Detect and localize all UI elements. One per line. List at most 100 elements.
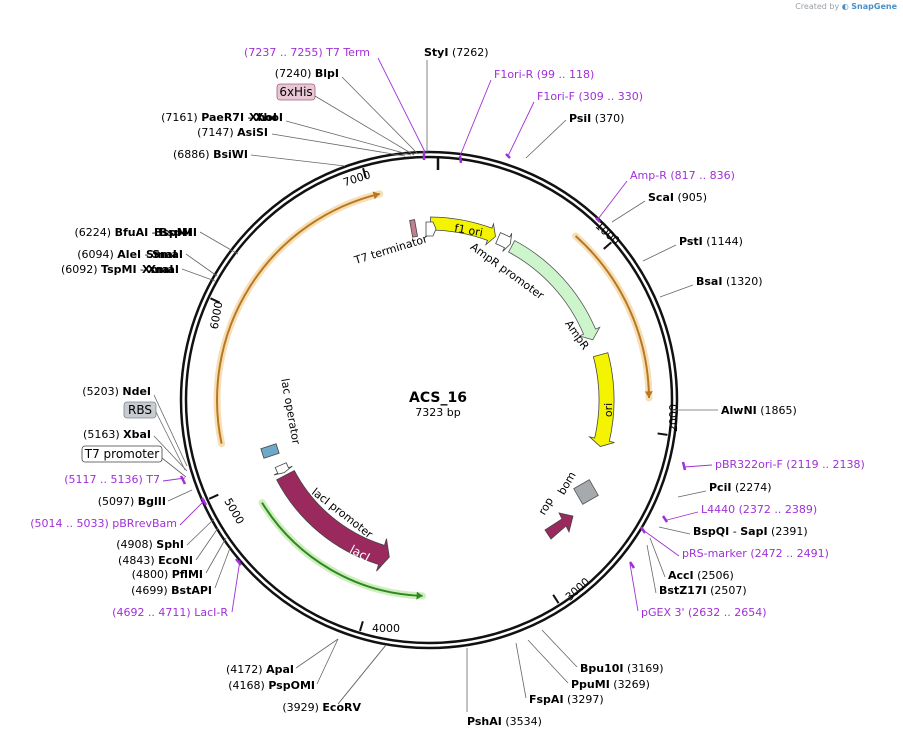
enzyme-name-2: XhoI	[255, 111, 283, 124]
enzyme-position: (5163)	[83, 428, 123, 441]
enzyme-position: (2391)	[768, 525, 808, 538]
tick-mark	[362, 167, 367, 179]
tag-box	[81, 445, 163, 463]
primer-site-t7-term: (7237 .. 7255) T7 Term	[244, 46, 426, 160]
enzyme-position: (2506)	[694, 569, 734, 582]
enzyme-site-styi: StyI (7262)	[424, 46, 489, 59]
enzyme-name: ScaI	[648, 191, 674, 204]
enzyme-label: (7240) BlpI	[275, 67, 339, 80]
enzyme-name: SphI	[156, 538, 184, 551]
primer-label: F1ori-F (309 .. 330)	[537, 90, 643, 103]
enzyme-position: (6224)	[74, 226, 114, 239]
leader-line	[155, 411, 186, 471]
backbone-inner-strand	[184, 155, 674, 645]
primer-name: Amp-R	[630, 169, 667, 182]
enzyme-site-pspomi: (4168) PspOMI	[228, 679, 315, 692]
enzyme-site-bspqi: BspQI - SapI (2391)	[693, 525, 808, 538]
leader-line	[527, 639, 569, 684]
primer-label: Amp-R (817 .. 836)	[630, 169, 735, 182]
enzyme-label: (6092) TspMI - XmaI	[61, 263, 179, 276]
enzyme-name: AccI	[668, 569, 694, 582]
leader-line	[337, 644, 387, 705]
enzyme-site-blpi: (7240) BlpI	[275, 67, 339, 80]
enzyme-name: AleI	[117, 248, 141, 261]
primer-range: (2372 .. 2389)	[739, 503, 818, 516]
tick-label: 5000	[221, 496, 246, 527]
tick-mark	[552, 594, 560, 604]
enzyme-label: BspMI	[154, 226, 192, 239]
primer-label: (5014 .. 5033) pBRrevBam	[30, 517, 177, 530]
enzyme-position: (4172)	[226, 663, 266, 676]
enzyme-site-paer7i: (7161) PaeR7I - XhoI	[161, 111, 283, 124]
enzyme-name: BstZ17I	[659, 584, 707, 597]
enzyme-name: XbaI	[123, 428, 151, 441]
enzyme-site-bfuai: (6224) BfuAI - BspMI	[74, 226, 197, 239]
enzyme-name: BfuAI	[115, 226, 149, 239]
enzyme-label: BspQI - SapI (2391)	[693, 525, 808, 538]
enzyme-position: (1865)	[757, 404, 797, 417]
primer-name: pBR322ori-F	[715, 458, 783, 471]
enzyme-name: SmaI	[146, 248, 177, 261]
enzyme-name: EcoRV	[322, 701, 361, 714]
tick-label: 6000	[208, 300, 226, 330]
primer-label: L4440 (2372 .. 2389)	[701, 503, 817, 516]
lac-operator-box	[260, 443, 280, 459]
leader-line	[214, 547, 231, 589]
enzyme-label: FspAI (3297)	[529, 693, 604, 706]
primer-site-t7: (5117 .. 5136) T7	[64, 473, 187, 486]
primer-binding-mark	[458, 155, 463, 164]
enzyme-position: (4168)	[228, 679, 268, 692]
t7-terminator-box	[409, 219, 418, 238]
enzyme-name: Bpu10I	[580, 662, 624, 675]
enzyme-site-psti: PstI (1144)	[679, 235, 743, 248]
primer-name: pGEX 3'	[641, 606, 685, 619]
primer-label: pRS-marker (2472 .. 2491)	[682, 547, 829, 560]
ampr-promoter-arrow	[495, 232, 513, 252]
enzyme-position: (3534)	[502, 715, 542, 728]
tick-label: 1000	[593, 219, 623, 247]
leader-line	[341, 76, 419, 155]
leader-line	[199, 231, 239, 255]
enzyme-label: (3929) EcoRV	[282, 701, 361, 714]
enzyme-name: TspMI	[101, 263, 137, 276]
enzyme-name: ApaI	[266, 663, 294, 676]
enzyme-site-ecorv: (3929) EcoRV	[282, 701, 361, 714]
enzyme-label: AccI (2506)	[668, 569, 734, 582]
enzyme-position: (6094)	[77, 248, 117, 261]
enzyme-separator: -	[137, 263, 148, 276]
primer-leader	[459, 79, 492, 157]
enzyme-position: (4908)	[116, 538, 156, 551]
tag-box	[276, 83, 316, 101]
enzyme-label: (5097) BglII	[98, 495, 166, 508]
enzyme-position: (1320)	[722, 275, 762, 288]
primer-range: (817 .. 836)	[670, 169, 735, 182]
enzyme-name: BsiWI	[213, 148, 248, 161]
primer-site-pgex-3-: pGEX 3' (2632 .. 2654)	[628, 561, 767, 619]
enzyme-position: (6886)	[173, 148, 213, 161]
enzyme-name: BspMI	[154, 226, 192, 239]
tick-mark	[603, 241, 612, 250]
tick-label: 2000	[667, 404, 680, 432]
enzyme-name-2: SmaI	[152, 248, 183, 261]
leader-line	[153, 394, 188, 467]
plasmid-name: ACS_16	[409, 390, 467, 406]
primer-site-laci-r: (4692 .. 4711) LacI-R	[112, 558, 242, 619]
enzyme-label: StyI (7262)	[424, 46, 489, 59]
enzyme-site-psii: PsiI (370)	[569, 112, 624, 125]
enzyme-name: BsaI	[696, 275, 722, 288]
enzyme-label: (7147) AsiSI	[197, 126, 268, 139]
enzyme-position: (5203)	[82, 385, 122, 398]
enzyme-site-pshai: PshAI (3534)	[467, 715, 542, 728]
primer-range: (5014 .. 5033)	[30, 517, 109, 530]
enzyme-position: (3269)	[610, 678, 650, 691]
enzyme-position: (905)	[674, 191, 707, 204]
enzyme-label: XmaI	[142, 263, 173, 276]
enzyme-site-asisi: (7147) AsiSI	[197, 126, 268, 139]
primer-leader	[683, 464, 713, 468]
orf-arcs-layer	[213, 190, 653, 600]
leader-line	[195, 527, 219, 561]
enzyme-name: StyI	[424, 46, 448, 59]
leader-line	[541, 629, 578, 668]
leader-line	[649, 537, 666, 578]
primer-name: F1ori-F	[537, 90, 575, 103]
